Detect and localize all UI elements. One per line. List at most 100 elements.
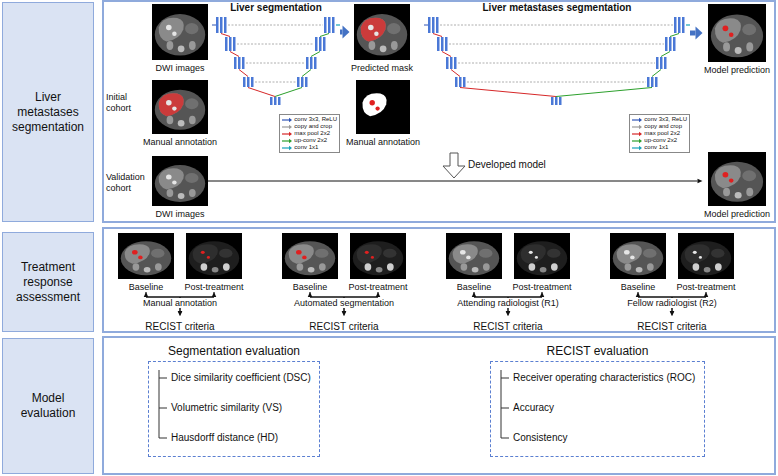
legend-text: conv 3x3, ReLU bbox=[294, 116, 337, 123]
stomach bbox=[315, 249, 328, 258]
legend-sample bbox=[282, 131, 292, 137]
connector bbox=[340, 26, 350, 39]
feature-map bbox=[220, 17, 223, 33]
kidney bbox=[715, 263, 722, 270]
mri-thumbnail bbox=[152, 80, 208, 134]
criteria-node: RECIST criteria bbox=[473, 316, 542, 334]
image-node: Post-treatment bbox=[183, 233, 245, 292]
edge-label: Attending radiologist (R1) bbox=[456, 298, 560, 308]
mri-thumbnail bbox=[354, 4, 410, 60]
skip-connection bbox=[255, 82, 296, 83]
feature-map bbox=[225, 37, 228, 51]
lesion bbox=[172, 106, 176, 110]
image-caption: Predicted mask bbox=[351, 63, 413, 73]
body bbox=[711, 162, 763, 202]
caption-row: Predicted mask bbox=[350, 61, 415, 73]
legend-sample-head bbox=[639, 138, 642, 142]
section-label-box: Model evaluation bbox=[2, 338, 94, 474]
liver bbox=[521, 244, 546, 264]
caption-row: Post-treatment bbox=[511, 280, 573, 292]
caption-row: Model prediction bbox=[703, 207, 772, 219]
feature-map bbox=[216, 17, 219, 33]
image-node: Baseline bbox=[446, 233, 502, 292]
lesion bbox=[201, 251, 205, 254]
feature-map bbox=[238, 57, 241, 69]
liver bbox=[617, 244, 642, 264]
group-heading: Segmentation evaluation bbox=[168, 344, 300, 359]
arrow-head bbox=[343, 26, 350, 39]
connector bbox=[208, 179, 703, 184]
image-ground bbox=[708, 4, 766, 62]
mri-thumbnail bbox=[152, 156, 208, 206]
liver-overlay bbox=[159, 93, 184, 116]
image-node: DWI images bbox=[152, 156, 208, 219]
legend-row: up-conv 2x2 bbox=[282, 137, 337, 144]
legend-sample-line bbox=[282, 147, 289, 148]
spine bbox=[704, 267, 711, 273]
feature-map bbox=[664, 57, 667, 69]
liver bbox=[193, 244, 218, 264]
kidney bbox=[223, 263, 230, 270]
image-node: Model prediction bbox=[703, 4, 772, 75]
mri-thumbnail bbox=[446, 233, 502, 279]
image-ground bbox=[118, 233, 174, 279]
lesion bbox=[460, 250, 466, 255]
kidney bbox=[551, 263, 558, 270]
kidney bbox=[155, 263, 162, 270]
lesion bbox=[371, 256, 374, 259]
up-conv-arrow bbox=[652, 70, 661, 77]
image-ground bbox=[186, 233, 242, 279]
kidney bbox=[693, 263, 700, 270]
body bbox=[613, 241, 663, 275]
up-conv-arrow bbox=[661, 52, 670, 57]
stomach bbox=[387, 23, 400, 34]
caption-row: Post-treatment bbox=[347, 280, 409, 292]
feature-map bbox=[233, 37, 236, 51]
body bbox=[353, 241, 403, 275]
metric-item: Accuracy bbox=[513, 402, 554, 414]
image-node: Manual annotation bbox=[345, 80, 422, 147]
criteria-node: RECIST criteria bbox=[637, 316, 706, 334]
feature-map bbox=[319, 37, 322, 51]
kidney bbox=[529, 263, 536, 270]
feature-map bbox=[297, 77, 300, 87]
legend-sample-head bbox=[639, 117, 642, 121]
lesion bbox=[723, 25, 729, 31]
lesion bbox=[729, 32, 734, 37]
input-arrow bbox=[212, 25, 216, 26]
lesion bbox=[723, 172, 729, 177]
panel-frame bbox=[103, 228, 775, 332]
legend-sample-head bbox=[289, 124, 292, 128]
feature-map bbox=[660, 57, 663, 69]
legend-sample bbox=[282, 117, 292, 123]
liver bbox=[289, 244, 314, 264]
feature-map bbox=[251, 77, 254, 87]
spine bbox=[144, 267, 151, 273]
mri-thumbnail bbox=[514, 233, 570, 279]
caption-row: Baseline bbox=[118, 280, 174, 292]
metric-item: Dice similarity coefficient (DSC) bbox=[171, 372, 311, 384]
edge-label: Manual annotation bbox=[142, 298, 218, 308]
connector bbox=[636, 292, 709, 297]
body bbox=[449, 241, 499, 275]
lesion bbox=[375, 106, 379, 110]
image-ground bbox=[350, 233, 406, 279]
legend-text: up-conv 2x2 bbox=[294, 137, 327, 144]
liver-mask bbox=[362, 93, 386, 116]
kidney bbox=[133, 263, 140, 270]
feature-map bbox=[314, 57, 317, 69]
tree-branch bbox=[159, 378, 167, 379]
legend-sample-head bbox=[289, 131, 292, 135]
arrow-head bbox=[506, 311, 511, 316]
legend-sample bbox=[632, 138, 642, 144]
spine bbox=[540, 267, 547, 273]
max-pool-arrow bbox=[239, 70, 248, 77]
heading-row: Segmentation evaluation bbox=[148, 342, 320, 359]
legend-sample-head bbox=[289, 117, 292, 121]
kidney bbox=[369, 41, 376, 50]
tree-branch bbox=[501, 378, 509, 379]
feature-map bbox=[328, 17, 331, 33]
lesion bbox=[172, 31, 176, 35]
feature-map bbox=[454, 57, 457, 69]
